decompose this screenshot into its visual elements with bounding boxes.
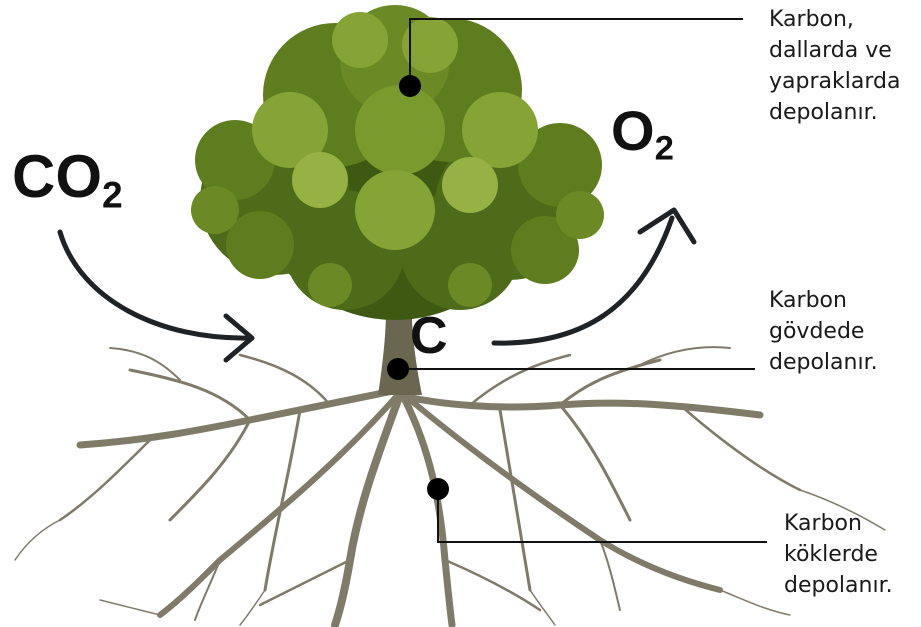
roots-storage-label: Karbon köklerde depolanır.: [784, 508, 893, 601]
trunk-storage-label: Karbon gövdede depolanır.: [769, 285, 878, 378]
co2-formula: CO2: [12, 142, 123, 229]
tree-crown: [191, 5, 604, 320]
roots: [15, 347, 885, 625]
crown-marker: [399, 75, 421, 97]
roots-leader-line: [438, 489, 767, 542]
roots-marker: [427, 478, 449, 500]
carbon-symbol: C: [410, 306, 448, 366]
o2-formula: O2: [611, 98, 674, 182]
crown-storage-label: Karbon, dallarda ve yapraklarda depolanı…: [769, 4, 900, 128]
trunk-marker: [387, 358, 409, 380]
